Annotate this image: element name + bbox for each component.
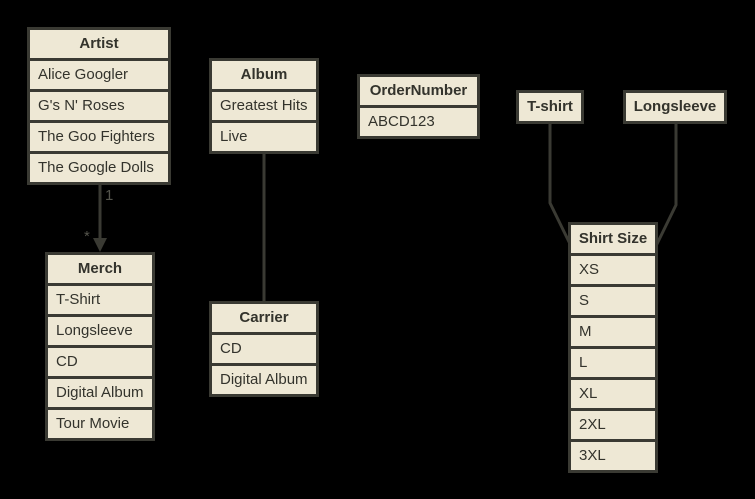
table-row: G's N' Roses: [30, 92, 168, 120]
table-title: T-shirt: [519, 93, 581, 121]
table-title: Album: [212, 61, 316, 89]
table-row: Tour Movie: [48, 410, 152, 438]
table-longsleeve: Longsleeve: [623, 90, 727, 124]
table-title: Artist: [30, 30, 168, 58]
table-title: Longsleeve: [626, 93, 724, 121]
table-row: Digital Album: [212, 366, 316, 394]
connector-tshirt-shirtsize: [548, 123, 574, 249]
table-row: Greatest Hits: [212, 92, 316, 120]
table-rows: ABCD123: [360, 108, 477, 136]
table-row: S: [571, 287, 655, 315]
table-row: The Google Dolls: [30, 154, 168, 182]
table-title: Shirt Size: [571, 225, 655, 253]
table-row: The Goo Fighters: [30, 123, 168, 151]
table-row: L: [571, 349, 655, 377]
arrowhead-artist-merch: [93, 238, 107, 252]
table-row: Live: [212, 123, 316, 151]
table-title: OrderNumber: [360, 77, 477, 105]
table-title: Merch: [48, 255, 152, 283]
multiplicity-label-many: *: [84, 228, 90, 245]
table-ordernumber: OrderNumber ABCD123: [357, 74, 480, 139]
table-tshirt: T-shirt: [516, 90, 584, 124]
table-row: T-Shirt: [48, 286, 152, 314]
table-row: XL: [571, 380, 655, 408]
table-row: ABCD123: [360, 108, 477, 136]
table-carrier: Carrier CD Digital Album: [209, 301, 319, 397]
table-row: 2XL: [571, 411, 655, 439]
table-row: Longsleeve: [48, 317, 152, 345]
table-row: XS: [571, 256, 655, 284]
table-rows: CD Digital Album: [212, 335, 316, 394]
table-row: Alice Googler: [30, 61, 168, 89]
table-row: CD: [48, 348, 152, 376]
connector-longsleeve-shirtsize: [653, 123, 678, 249]
table-row: Digital Album: [48, 379, 152, 407]
table-row: 3XL: [571, 442, 655, 470]
table-title: Carrier: [212, 304, 316, 332]
multiplicity-label-one: 1: [105, 187, 114, 204]
table-row: M: [571, 318, 655, 346]
table-row: CD: [212, 335, 316, 363]
